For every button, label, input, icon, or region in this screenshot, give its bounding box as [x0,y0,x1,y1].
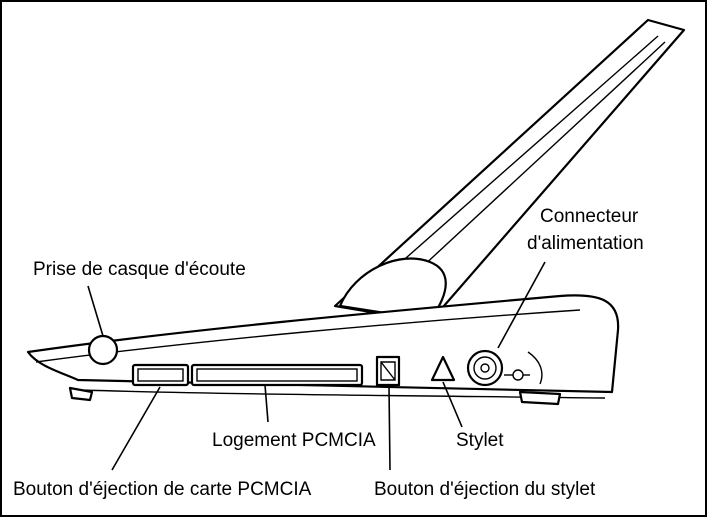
power-connector [466,349,543,387]
label-pcmcia-slot: Logement PCMCIA [212,430,376,451]
label-stylus-eject: Bouton d'éjection du stylet [374,479,596,500]
pcmcia-eject-button [131,363,190,387]
pcmcia-slot [190,363,364,387]
label-power-connector-line1: Connecteur [540,206,639,227]
pcmcia-eject-button-inner [137,368,184,382]
label-headphone-jack: Prise de casque d'écoute [33,259,246,280]
pcmcia-slot-inner [196,368,358,382]
screen-lid [333,18,686,324]
leader-power-connector [497,261,546,349]
leader-pcmcia-eject [111,386,161,471]
label-power-connector-line2: d'alimentation [527,233,644,254]
leader-headphone-jack [87,285,104,337]
stylus [430,355,456,382]
leader-pcmcia-slot [264,384,269,423]
leader-stylus [442,381,463,428]
headphone-jack [87,334,119,366]
label-pcmcia-eject: Bouton d'éjection de carte PCMCIA [13,479,312,500]
leader-stylus-eject [388,386,391,471]
stylus-eject-button-detail [380,361,396,381]
label-stylus: Stylet [456,430,504,451]
